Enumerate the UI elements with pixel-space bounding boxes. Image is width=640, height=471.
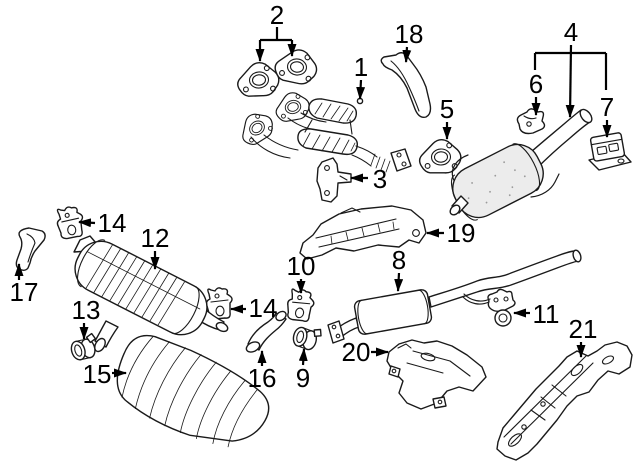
part-17-elbow-bracket (15, 227, 46, 271)
callout-label-12[interactable]: 12 (140, 223, 170, 253)
callout-arrow-9 (298, 348, 308, 366)
part-11-hanger-bracket-grommet (487, 288, 516, 327)
callout-label-6[interactable]: 6 (528, 69, 544, 99)
part-5-flange-gasket (417, 137, 463, 176)
part-2-manifold-gaskets (235, 46, 320, 100)
callout-label-17[interactable]: 17 (9, 277, 39, 307)
callout-label-7[interactable]: 7 (599, 92, 615, 122)
callout-label-3[interactable]: 3 (372, 164, 388, 194)
part-16-connector-pipe (245, 310, 287, 353)
callout-arrow-1 (356, 79, 366, 100)
part-3-support-bracket (316, 157, 352, 203)
callout-label-13[interactable]: 13 (71, 295, 101, 325)
callout-label-18[interactable]: 18 (394, 19, 424, 49)
callout-label-10[interactable]: 10 (286, 251, 316, 281)
callout-label-16[interactable]: 16 (247, 363, 277, 393)
part-20-heat-shield-mid (386, 339, 487, 410)
callout-arrow-14 (78, 218, 96, 228)
callout-arrows (14, 27, 612, 378)
part-9-pipe-clamp (290, 322, 324, 353)
callout-label-21[interactable]: 21 (568, 314, 598, 344)
callout-label-4[interactable]: 4 (563, 17, 579, 47)
callout-label-14[interactable]: 14 (97, 208, 127, 238)
part-7-exhaust-mount (588, 132, 632, 171)
part-21-heat-shield-rear (496, 341, 633, 461)
callout-arrow-8 (394, 272, 404, 292)
callout-label-15[interactable]: 15 (82, 359, 112, 389)
part-18-manifold-heat-shield (380, 52, 432, 119)
callout-label-20[interactable]: 20 (341, 337, 371, 367)
callout-label-14[interactable]: 14 (248, 293, 278, 323)
callout-arrow-18 (402, 46, 412, 63)
callout-label-19[interactable]: 19 (446, 218, 476, 248)
part-19-heat-shield-front (299, 205, 427, 260)
part-15-heat-shield-lower (116, 334, 270, 448)
part-6-pipe-clip (516, 108, 546, 135)
callout-arrow-4 (565, 44, 575, 118)
callout-label-9[interactable]: 9 (295, 363, 311, 393)
callout-label-2[interactable]: 2 (269, 0, 285, 30)
part-1-exhaust-manifold-converter (233, 88, 412, 173)
part-12-center-muffler (73, 235, 229, 353)
part-4-rear-muffler-assembly (449, 108, 593, 221)
callout-label-1[interactable]: 1 (353, 52, 369, 82)
callout-label-5[interactable]: 5 (439, 94, 455, 124)
callout-label-8[interactable]: 8 (391, 245, 407, 275)
callout-label-11[interactable]: 11 (532, 299, 560, 329)
parts-artwork (15, 46, 633, 461)
part-8-center-resonator-pipe (327, 249, 582, 344)
